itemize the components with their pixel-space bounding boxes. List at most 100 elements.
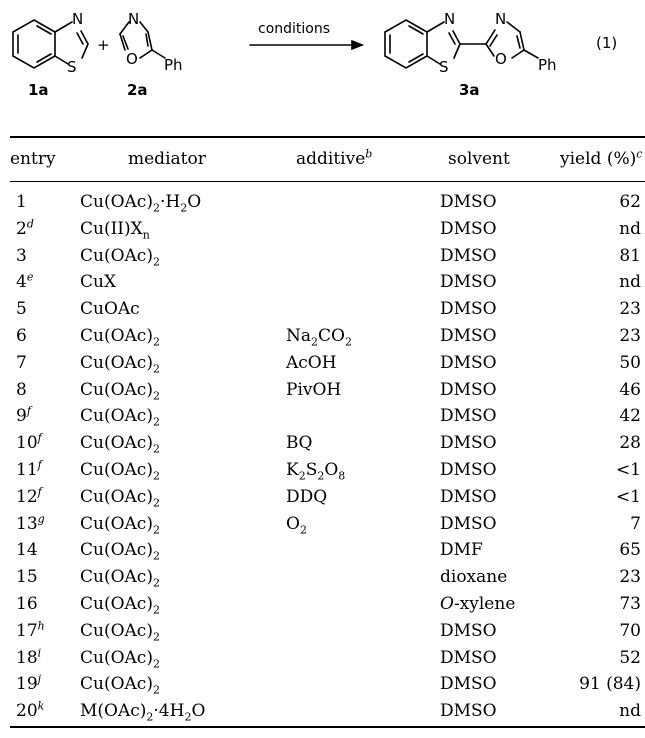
reaction-arrow bbox=[249, 39, 365, 51]
table-row: 13g Cu(OAc)2 O2 DMSO 7 bbox=[10, 510, 645, 538]
cell-solvent: DMSO bbox=[440, 647, 497, 668]
cell-mediator: Cu(OAc)2 bbox=[80, 513, 160, 536]
cell-solvent: DMSO bbox=[440, 326, 497, 346]
arrow-label: conditions bbox=[258, 21, 330, 37]
cell-solvent: DMSO bbox=[440, 460, 497, 480]
cell-solvent: DMSO bbox=[440, 245, 497, 266]
table-row: 3 Cu(OAc)2 DMSO 81 bbox=[10, 242, 645, 270]
cell-yield: nd bbox=[619, 272, 641, 293]
cell-yield: 23 bbox=[619, 299, 641, 320]
cell-additive: DDQ bbox=[286, 486, 328, 507]
table-header-row: entry mediator additiveb solvent yield (… bbox=[10, 145, 645, 173]
header-entry: entry bbox=[10, 149, 56, 169]
cell-entry: 4e bbox=[16, 270, 34, 293]
cell-mediator: Cu(OAc)2 bbox=[80, 352, 160, 376]
cell-yield: 28 bbox=[619, 433, 641, 454]
cell-additive: Na2CO2 bbox=[286, 326, 352, 349]
cell-yield: 7 bbox=[630, 513, 641, 534]
cell-solvent: DMSO bbox=[440, 620, 497, 641]
atom-ph-2a: Ph bbox=[164, 56, 183, 74]
cell-entry: 3 bbox=[16, 245, 27, 266]
atom-o-3a: O bbox=[495, 50, 507, 68]
cell-solvent: DMSO bbox=[440, 406, 497, 427]
cell-solvent: DMSO bbox=[440, 486, 497, 507]
cell-yield: 52 bbox=[619, 647, 641, 668]
benzothiazole-structure bbox=[12, 19, 89, 69]
cell-entry: 2d bbox=[16, 217, 34, 239]
table-row: 1 Cu(OAc)2·H2O DMSO 62 bbox=[10, 188, 645, 216]
cell-entry: 15 bbox=[16, 567, 38, 588]
cell-solvent: DMF bbox=[440, 540, 483, 561]
compound-label-1a: 1a bbox=[28, 81, 49, 99]
cell-solvent: DMSO bbox=[440, 272, 497, 293]
cell-mediator: Cu(OAc)2 bbox=[80, 647, 160, 670]
cell-entry: 1 bbox=[16, 192, 27, 212]
cell-yield: 62 bbox=[619, 192, 641, 212]
cell-entry: 10f bbox=[16, 431, 42, 454]
equation-number: (1) bbox=[596, 34, 617, 52]
cell-solvent: DMSO bbox=[440, 352, 497, 373]
cell-mediator: Cu(OAc)2 bbox=[80, 594, 160, 617]
cell-solvent: DMSO bbox=[440, 192, 497, 212]
cell-solvent: dioxane bbox=[440, 567, 508, 588]
reaction-scheme: N S N O Ph N S N O Ph 1a 2a 3a + conditi… bbox=[12, 10, 617, 99]
atom-o-2a: O bbox=[126, 50, 138, 68]
table-top-rule bbox=[10, 136, 645, 138]
cell-mediator: Cu(OAc)2 bbox=[80, 567, 160, 590]
cell-additive: K2S2O8 bbox=[286, 460, 346, 483]
table-row: 18i Cu(OAc)2 DMSO 52 bbox=[10, 644, 645, 672]
cell-entry: 9f bbox=[16, 404, 31, 427]
cell-mediator: CuX bbox=[80, 272, 117, 293]
cell-yield: 73 bbox=[619, 594, 641, 614]
cell-yield: 81 bbox=[619, 245, 641, 266]
atom-ph-3a: Ph bbox=[538, 56, 557, 74]
cell-entry: 19j bbox=[16, 672, 42, 695]
phenyloxazole-structure bbox=[119, 21, 166, 59]
cell-additive: PivOH bbox=[286, 379, 342, 400]
cell-entry: 13g bbox=[16, 511, 45, 534]
compound-label-3a: 3a bbox=[459, 81, 480, 99]
cell-entry: 5 bbox=[16, 299, 27, 320]
cell-solvent: DMSO bbox=[440, 513, 497, 534]
cell-mediator: Cu(II)Xn bbox=[80, 218, 150, 242]
cell-yield: <1 bbox=[615, 460, 641, 480]
cell-entry: 17h bbox=[16, 619, 45, 641]
atom-n-2a: N bbox=[128, 10, 139, 28]
cell-yield: 70 bbox=[619, 620, 641, 641]
cell-additive: O2 bbox=[286, 513, 307, 536]
cell-mediator: Cu(OAc)2 bbox=[80, 406, 160, 429]
cell-mediator: Cu(OAc)2 bbox=[80, 460, 160, 483]
cell-solvent: DMSO bbox=[440, 218, 497, 239]
cell-mediator: Cu(OAc)2·H2O bbox=[80, 192, 202, 215]
cell-solvent: DMSO bbox=[440, 674, 497, 695]
cell-yield: 50 bbox=[619, 352, 641, 373]
cell-mediator: Cu(OAc)2 bbox=[80, 486, 160, 510]
cell-mediator: M(OAc)2·4H2O bbox=[80, 701, 206, 724]
cell-mediator: Cu(OAc)2 bbox=[80, 245, 160, 268]
cell-yield: nd bbox=[619, 701, 641, 722]
cell-entry: 18i bbox=[16, 645, 42, 668]
table-row: 15 Cu(OAc)2 dioxane 23 bbox=[10, 563, 645, 591]
compound-label-2a: 2a bbox=[127, 81, 148, 99]
cell-mediator: Cu(OAc)2 bbox=[80, 433, 160, 456]
cell-entry: 16 bbox=[16, 594, 38, 614]
header-yield: yield (%)c bbox=[560, 147, 643, 169]
cell-entry: 6 bbox=[16, 326, 27, 346]
cell-yield: 23 bbox=[619, 567, 641, 588]
plus-sign: + bbox=[97, 36, 110, 54]
header-mediator: mediator bbox=[128, 149, 206, 169]
cell-entry: 11f bbox=[16, 458, 42, 480]
cell-yield: 65 bbox=[619, 540, 641, 561]
cell-mediator: CuOAc bbox=[80, 299, 140, 320]
